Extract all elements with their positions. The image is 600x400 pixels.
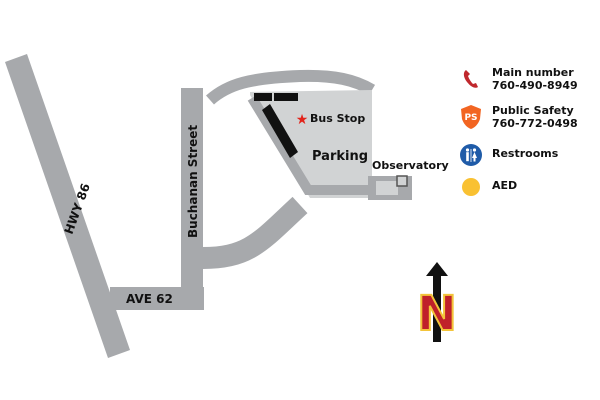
building-top-left <box>254 93 272 101</box>
phone-icon <box>458 66 484 92</box>
building-top-right <box>274 93 298 101</box>
legend-main-number: Main number 760-490-8949 <box>458 66 578 92</box>
bus-stop-star-icon: ★ <box>296 111 309 127</box>
legend-public-safety: PS Public Safety 760-772-0498 <box>458 104 578 130</box>
buchanan-street-road <box>181 88 203 310</box>
campus-access-road <box>202 196 308 269</box>
legend-aed: AED <box>458 174 517 200</box>
observatory-pad <box>376 181 398 195</box>
observatory-label: Observatory <box>372 159 449 172</box>
public-safety-label: Public Safety <box>492 104 574 117</box>
aed-dot-icon <box>458 174 484 200</box>
public-safety-value[interactable]: 760-772-0498 <box>492 117 578 130</box>
lot-edge-road <box>247 95 372 195</box>
loop-road <box>206 69 376 105</box>
restrooms-label: Restrooms <box>492 147 559 160</box>
parking-label: Parking <box>312 149 368 164</box>
restroom-icon <box>458 142 484 168</box>
legend-restrooms: Restrooms <box>458 142 558 168</box>
ave-62-road <box>110 287 204 310</box>
public-safety-badge-icon: PS <box>458 104 484 130</box>
ave-62-label: AVE 62 <box>126 292 173 306</box>
main-number-value[interactable]: 760-490-8949 <box>492 79 578 92</box>
bus-stop-label: Bus Stop <box>310 112 365 125</box>
north-letter: N <box>417 286 457 342</box>
aed-label: AED <box>492 179 518 192</box>
main-number-label: Main number <box>492 66 574 79</box>
parking-lot <box>250 90 372 198</box>
north-arrow-icon: N <box>416 262 458 343</box>
observatory-building <box>396 175 408 187</box>
hwy-86-road <box>5 54 130 358</box>
buchanan-street-label: Buchanan Street <box>186 125 200 238</box>
public-safety-badge-text: PS <box>464 113 477 123</box>
building-diagonal <box>262 104 298 158</box>
